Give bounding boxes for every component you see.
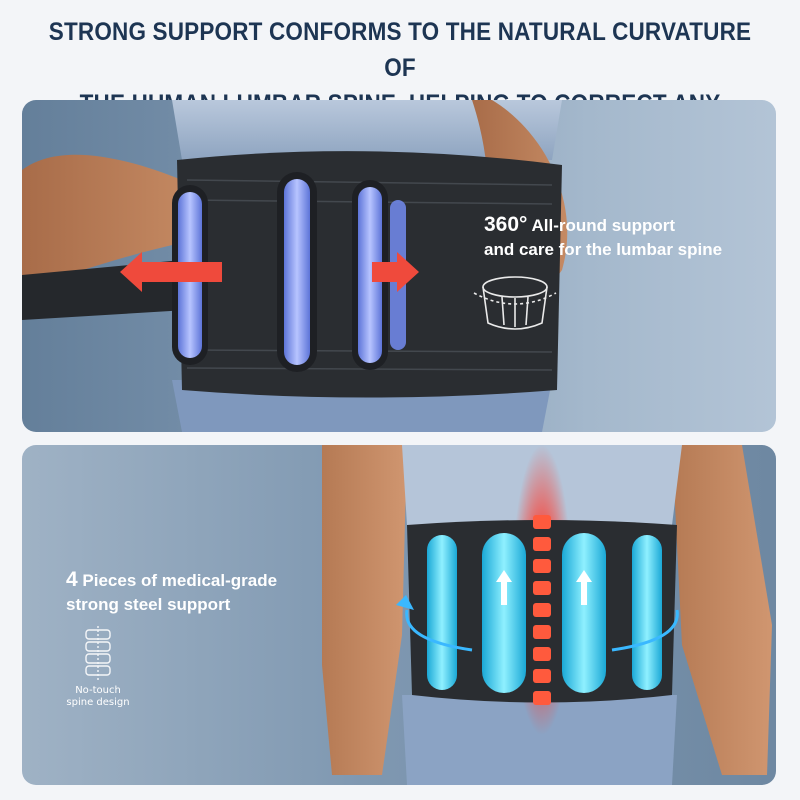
spine-icon-caption: No-touch spine design <box>58 685 138 709</box>
belt-360-icon <box>473 276 557 330</box>
arrow-right <box>372 252 419 292</box>
spine-column <box>533 515 551 705</box>
left-arm <box>22 154 197 290</box>
top-callout-line-2: and care for the lumbar spine <box>484 240 723 259</box>
right-arm <box>672 445 772 775</box>
bottom-panel: 4 Pieces of medical-grade strong steel s… <box>22 445 776 785</box>
stay-3-fill <box>358 187 382 363</box>
up-arrows <box>496 570 592 605</box>
headline-line-1: STRONG SUPPORT CONFORMS TO THE NATURAL C… <box>48 18 752 82</box>
rotation-arrow <box>405 609 679 652</box>
support-stays <box>427 533 662 693</box>
bottom-callout-number: 4 <box>66 568 78 591</box>
stay-4 <box>632 535 662 690</box>
spine-icon <box>85 626 111 680</box>
left-arm <box>322 445 407 775</box>
spine-icon-caption-line-2: spine design <box>66 697 130 708</box>
top-panel-illustration <box>22 100 568 432</box>
bottom-panel-illustration <box>85 445 772 785</box>
top-panel: 360° All-round support and care for the … <box>22 100 776 432</box>
top-callout-number: 360° <box>484 213 528 236</box>
stay-1 <box>427 535 457 690</box>
bottom-callout: 4 Pieces of medical-grade strong steel s… <box>66 568 277 617</box>
top-callout: 360° All-round support and care for the … <box>484 213 722 262</box>
bottom-callout-line-1: Pieces of medical-grade <box>77 571 278 590</box>
stay-2 <box>482 533 526 693</box>
arrow-left <box>120 252 222 292</box>
spine-icon-caption-line-1: No-touch <box>75 685 121 696</box>
support-stays <box>172 172 406 372</box>
bottom-callout-line-2: strong steel support <box>66 595 231 614</box>
stay-2-fill <box>284 179 310 365</box>
stay-3 <box>562 533 606 693</box>
rotation-arrowhead <box>396 595 414 610</box>
shirt <box>172 100 562 160</box>
pants <box>402 695 677 785</box>
compression-arrows <box>120 252 419 292</box>
top-callout-line-1: All-round support <box>527 216 676 235</box>
